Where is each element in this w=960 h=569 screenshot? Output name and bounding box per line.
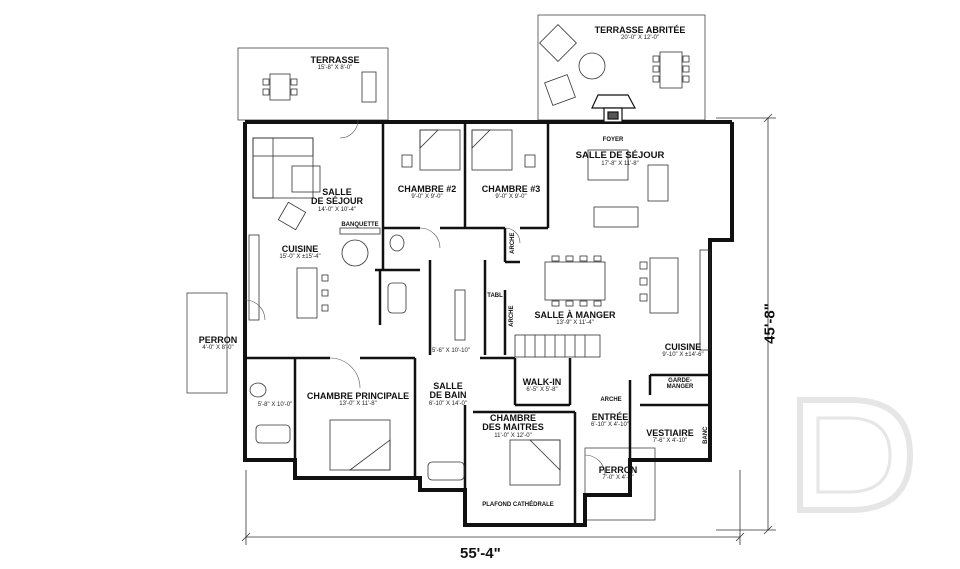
label-banquette: BANQUETTE <box>341 222 379 228</box>
overall-depth-dimension: 45'-8" <box>761 303 779 344</box>
label-hall-bath-dimension: 5'-6" X 10'-10" <box>432 348 470 354</box>
label-garde-manger-line1: GARDE- <box>668 378 692 384</box>
room-dimension: 14'-0" X 10'-4" <box>318 206 356 213</box>
room-salle-de-bain: SALLE DE BAIN 6'-10" X 14'-0" <box>418 381 478 407</box>
room-name-line2: DES MAITRES <box>482 422 544 433</box>
room-perron-right: PERRON 7'-0" X 4'-0" <box>588 465 648 482</box>
room-dimension: 6'-10" X 14'-0" <box>429 400 467 407</box>
room-dimension: 9'-0" X 9'-0" <box>411 194 443 201</box>
dimension-lines <box>241 113 776 545</box>
room-cuisine-right: CUISINE 9'-10" X ±14'-6" <box>648 342 718 359</box>
interior-walls <box>245 122 710 525</box>
exterior-walls <box>243 120 734 527</box>
room-name: SALLE DE SÉJOUR <box>575 150 665 161</box>
furniture <box>248 24 711 486</box>
room-dimension: 11'-0" X 12'-0" <box>494 432 532 439</box>
room-perron-left: PERRON 4'-0" X 8'-0" <box>188 335 248 352</box>
room-name-line1: CHAMBRE <box>490 413 536 423</box>
room-dimension: 9'-0" X 9'-0" <box>495 194 527 201</box>
room-cuisine-left: CUISINE 15'-0" X ±15'-4" <box>265 244 335 261</box>
room-terrasse-abritee: TERRASSE ABRITÉE 20'-0" X 12'-0" <box>590 25 690 42</box>
fireplace-icon <box>591 94 637 123</box>
room-chambre-des-maitres: CHAMBRE DES MAITRES 11'-0" X 12'-0" <box>473 413 553 439</box>
room-name-line1: SALLE <box>433 381 463 391</box>
room-chambre-2: CHAMBRE #2 9'-0" X 9'-0" <box>392 184 462 201</box>
room-salle-de-sejour-right: SALLE DE SÉJOUR 17'-8" X 11'-8" <box>570 151 670 167</box>
room-name: SALLE À MANGER <box>534 310 616 320</box>
room-chambre-3: CHAMBRE #3 9'-0" X 9'-0" <box>476 184 546 201</box>
room-name: CUISINE <box>281 244 319 254</box>
room-dimension: 13'-0" X 11'-8" <box>339 401 377 408</box>
label-garde-manger: GARDE- MANGER <box>650 378 710 391</box>
door-swings <box>244 119 606 476</box>
room-dimension: 15'-0" X ±15'-4" <box>279 254 321 261</box>
label-banc: BANC <box>702 426 709 444</box>
room-salle-a-manger: SALLE À MANGER 13'-9" X 11'-4" <box>525 310 625 327</box>
room-name-line2: DE BAIN <box>429 390 467 401</box>
room-dimension: 15'-8" X 8'-0" <box>317 65 353 72</box>
room-dimension: 4'-0" X 8'-0" <box>202 345 234 352</box>
room-dimension: 7'-6" X 4'-10" <box>652 438 688 445</box>
room-entree: ENTRÉE 6'-10" X 4'-10" <box>580 412 640 429</box>
room-dimension: 6'-10" X 4'-10" <box>591 422 629 429</box>
overall-width-dimension: 55'-4" <box>460 545 501 562</box>
room-name: CHAMBRE PRINCIPALE <box>306 391 410 401</box>
room-dimension: 17'-8" X 11'-8" <box>601 160 639 167</box>
room-dimension: 9'-10" X ±14'-6" <box>662 352 704 359</box>
room-salle-de-sejour-left: SALLE DE SÉJOUR 14'-0" X 10'-4" <box>302 187 372 213</box>
room-name: VESTIAIRE <box>646 428 694 438</box>
room-name: PERRON <box>598 465 638 475</box>
label-garde-manger-line2: MANGER <box>666 384 694 391</box>
room-dimension: 20'-0" X 12'-0" <box>621 35 659 42</box>
label-foyer: FOYER <box>602 137 624 143</box>
room-vestiaire: VESTIAIRE 7'-6" X 4'-10" <box>640 428 700 445</box>
label-arche-3: ARCHE <box>600 397 622 403</box>
room-name: PERRON <box>198 335 238 345</box>
room-name: TERRASSE ABRITÉE <box>594 25 686 35</box>
room-terrasse: TERRASSE 15'-8" X 8'-0" <box>290 55 380 72</box>
room-name: CHAMBRE #3 <box>481 184 541 194</box>
decks <box>186 14 706 521</box>
room-dimension: 7'-0" X 4'-0" <box>602 475 634 482</box>
room-dimension: 6'-5" X 5'-8" <box>526 387 558 394</box>
room-name: ENTRÉE <box>591 412 629 422</box>
label-plafond-cathedrale: PLAFOND CATHÉDRALE <box>482 502 554 508</box>
label-arche-2: ARCHE <box>508 305 515 327</box>
label-ensuite-dimension: 5'-8" X 10'-0" <box>257 402 293 408</box>
room-name: WALK-IN <box>522 377 562 387</box>
room-name: TERRASSE <box>310 55 360 65</box>
room-dimension: 13'-9" X 11'-4" <box>556 320 594 327</box>
room-name: CUISINE <box>664 342 702 352</box>
label-arche-1: ARCHE <box>509 232 516 254</box>
stairs <box>514 334 601 358</box>
room-name-line1: SALLE <box>322 187 352 197</box>
watermark-logo <box>797 397 914 513</box>
label-tabl: TABL <box>487 293 503 299</box>
room-name: CHAMBRE #2 <box>397 184 457 194</box>
room-chambre-principale: CHAMBRE PRINCIPALE 13'-0" X 11'-8" <box>303 391 413 408</box>
room-walk-in: WALK-IN 6'-5" X 5'-8" <box>512 377 572 394</box>
room-name-line2: DE SÉJOUR <box>310 196 363 207</box>
